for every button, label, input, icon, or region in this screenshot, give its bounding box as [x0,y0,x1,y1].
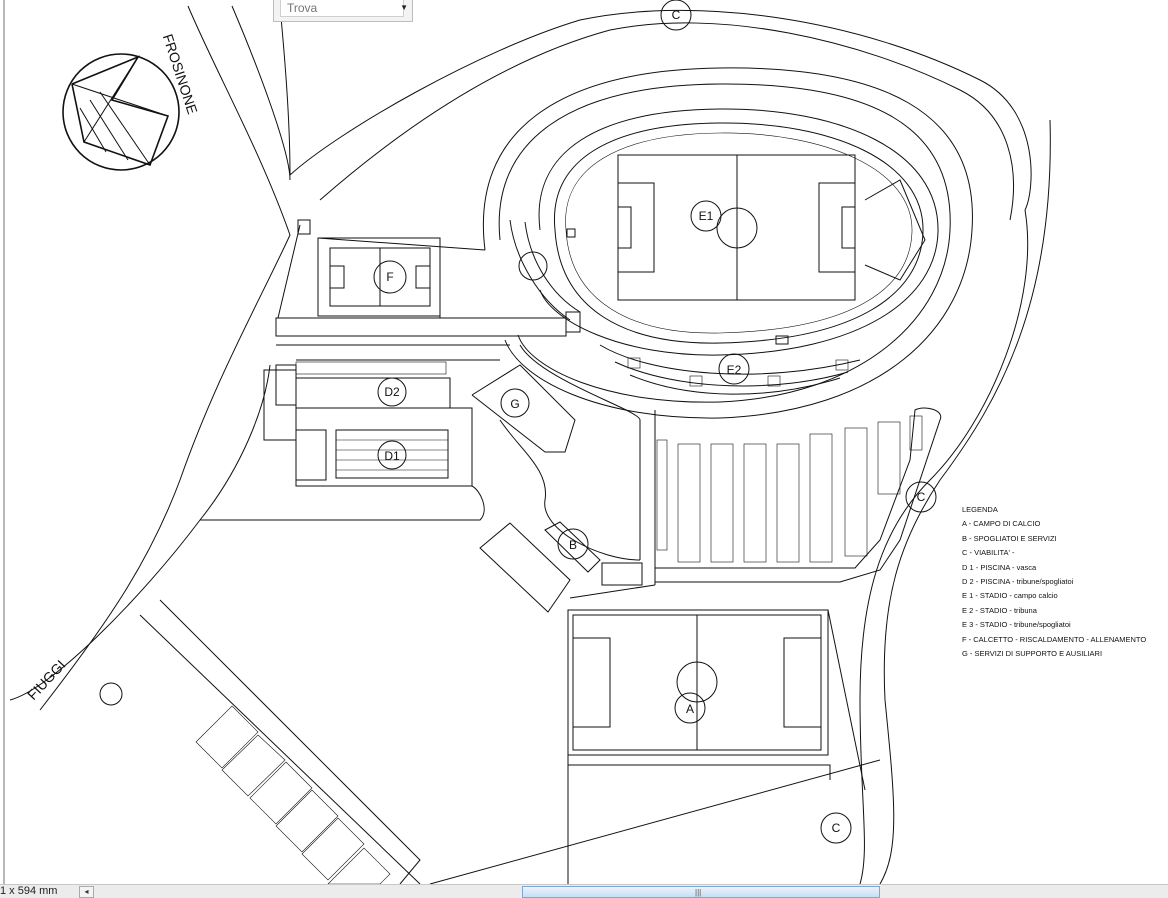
zone-label-c-right: C [916,490,926,504]
zone-label-a: A [685,702,695,716]
legend-item: A - CAMPO DI CALCIO [962,519,1041,529]
zone-label-e1: E1 [698,209,714,223]
legend-item: E 1 - STADIO - campo calcio [962,591,1058,601]
pool-building [263,369,473,487]
zone-label-c-bottom: C [831,821,841,835]
paper-size-readout: 1 x 594 mm [0,885,58,897]
zone-label-d1: D1 [384,449,400,463]
legend-item: G - SERVIZI DI SUPPORTO E AUSILIARI [962,649,1103,659]
legend-title: LEGENDA [962,505,998,514]
football-field-a [567,609,829,756]
status-bar: 1 x 594 mm ◂ ||| [0,884,1168,898]
calcetto-field [317,237,441,317]
zone-label-g: G [510,397,520,411]
legend-item: F - CALCETTO - RISCALDAMENTO - ALLENAMEN… [962,634,1147,644]
legend: LEGENDA A - CAMPO DI CALCIO B - SPOGLIAT… [962,503,1146,661]
legend-item: E 2 - STADIO - tribuna [962,605,1037,615]
legend-item: E 3 - STADIO - tribune/spogliatoi [962,620,1071,630]
legend-item: D 1 - PISCINA - vasca [962,562,1037,572]
parking-area [656,415,923,563]
stadium-pitch [617,154,856,301]
find-input[interactable] [280,0,404,17]
horizontal-scrollbar-thumb[interactable]: ||| [522,886,880,898]
zone-label-e2: E2 [726,363,742,377]
north-arrow-icon [62,53,180,171]
scroll-grip-icon: ||| [695,888,702,897]
legend-item: D 2 - PISCINA - tribune/spogliatoi [962,577,1074,587]
stadium-outline [483,67,973,419]
zone-label-d2: D2 [384,385,400,399]
chevron-down-icon[interactable]: ▼ [400,3,408,12]
find-toolbar: ▼ [273,0,413,22]
zone-label-c-top: C [671,8,681,22]
legend-item: B - SPOGLIATOI E SERVIZI [962,533,1057,543]
zone-label-b: B [568,538,578,552]
scroll-left-button[interactable]: ◂ [79,886,94,898]
legend-item: C - VIABILITA' - [962,548,1015,558]
zone-label-f: F [386,270,394,284]
